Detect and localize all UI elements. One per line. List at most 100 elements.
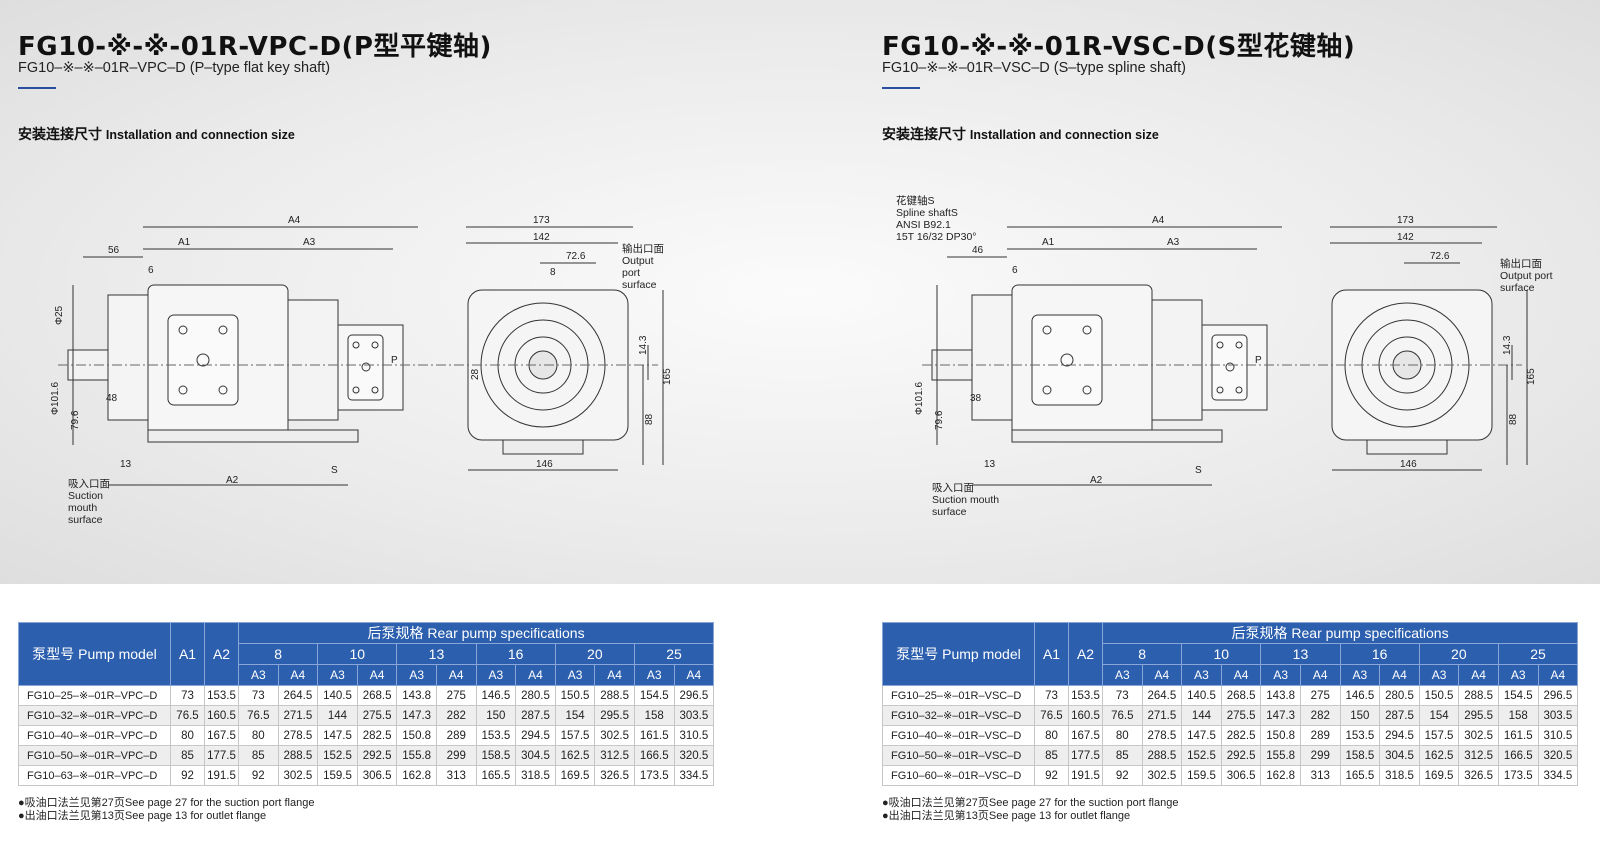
- section-heading-cn: 安装连接尺寸: [18, 126, 102, 142]
- table-cell: 152.5: [317, 745, 358, 766]
- suction-port-callout-line: Suction mouth: [932, 494, 1000, 506]
- panel-vsc: FG10-※-※-01R-VSC-D(S型花键轴) FG10–※–※–01R–V…: [882, 0, 1600, 841]
- table-cell: 278.5: [277, 725, 319, 746]
- table-cell: 146.5: [1339, 685, 1381, 706]
- spline-shaft-note-line: ANSI B92.1: [896, 219, 951, 231]
- output-port-callout-line: port: [622, 267, 641, 279]
- table-cell: 76.5: [1102, 705, 1143, 726]
- col-a4: A4: [277, 664, 319, 686]
- col-a4: A4: [1379, 664, 1420, 686]
- table-cell: 282.5: [1220, 725, 1262, 746]
- table-cell: 326.5: [1458, 765, 1499, 786]
- table-cell: 76.5: [238, 705, 279, 726]
- table-cell: 143.8: [396, 685, 437, 706]
- table-cell-model: FG10–60–※–01R–VSC–D: [882, 765, 1035, 786]
- table-cell: 169.5: [554, 765, 596, 786]
- table-cell: 147.3: [1260, 705, 1301, 726]
- table-cell: 165.5: [1339, 765, 1381, 786]
- table-cell: 92: [238, 765, 279, 786]
- table-cell: 85: [170, 745, 205, 766]
- col-a2: A2: [204, 622, 239, 686]
- spline-shaft-note-line: 花键轴S: [896, 195, 935, 207]
- table-cell: 177.5: [204, 745, 239, 766]
- table-cell: 310.5: [673, 725, 715, 746]
- dim-phi101: Φ101.6: [914, 382, 925, 415]
- table-cell: 166.5: [1497, 745, 1539, 766]
- table-cell: 275.5: [356, 705, 398, 726]
- dim-s: S: [1195, 465, 1202, 476]
- dim-13: 13: [984, 459, 996, 470]
- table-cell: 287.5: [515, 705, 556, 726]
- dim-6: 6: [148, 265, 154, 276]
- dim-165: 165: [662, 368, 673, 385]
- spline-shaft-note-line: 15T 16/32 DP30°: [896, 231, 977, 243]
- table-cell: 318.5: [1379, 765, 1420, 786]
- table-cell: 152.5: [1181, 745, 1222, 766]
- panel-subtitle: FG10–※–※–01R–VSC–D (S–type spline shaft): [882, 60, 1186, 76]
- port-p-label: P: [391, 355, 398, 366]
- table-cell: 150.5: [1418, 685, 1460, 706]
- dim-a2: A2: [1090, 475, 1103, 486]
- table-cell: 191.5: [1068, 765, 1103, 786]
- table-cell: 140.5: [1181, 685, 1222, 706]
- pump-drawing: A4 A1 A3 56 6 Φ25 Φ101.6 79.6 48 13 A2 S…: [48, 185, 728, 545]
- dim-173: 173: [1397, 215, 1414, 226]
- dim-14-3: 14.3: [1502, 335, 1513, 355]
- suction-port-callout-line: surface: [932, 506, 967, 518]
- table-cell: 166.5: [633, 745, 675, 766]
- col-a3: A3: [317, 664, 358, 686]
- output-port-callout-line: Output port: [1500, 270, 1553, 282]
- table-cell: 147.5: [1181, 725, 1222, 746]
- mounting-base: [147, 429, 359, 443]
- table-cell: 268.5: [356, 685, 398, 706]
- dim-165: 165: [1526, 368, 1537, 385]
- table-cell: 159.5: [1181, 765, 1222, 786]
- spec-table: 泵型号 Pump model A1 A2 后泵规格 Rear pump spec…: [882, 622, 1579, 786]
- table-cell: 161.5: [633, 725, 675, 746]
- table-cell: 150: [1339, 705, 1381, 726]
- table-cell: 282: [1299, 705, 1341, 726]
- col-rear-pump-spec: 后泵规格 Rear pump specifications: [1101, 622, 1579, 644]
- table-cell: 292.5: [1220, 745, 1262, 766]
- dim-142: 142: [533, 232, 550, 243]
- dim-a3: A3: [1167, 237, 1180, 248]
- table-cell: 288.5: [277, 745, 319, 766]
- table-cell: 275: [435, 685, 477, 706]
- col-a3: A3: [1339, 664, 1381, 686]
- table-cell: 282: [435, 705, 477, 726]
- spline-shaft-note-line: Spline shaftS: [896, 207, 958, 219]
- col-size-16: 16: [475, 643, 556, 665]
- table-cell: 92: [1034, 765, 1069, 786]
- dim-a3: A3: [303, 237, 316, 248]
- col-a4: A4: [1537, 664, 1579, 686]
- table-cell: 312.5: [1458, 745, 1499, 766]
- table-cell: 157.5: [1418, 725, 1460, 746]
- output-port-callout-line: Output: [622, 255, 654, 267]
- table-cell: 158.5: [475, 745, 517, 766]
- table-cell: 302.5: [1141, 765, 1183, 786]
- table-cell: 302.5: [594, 725, 635, 746]
- table-cell: 295.5: [1458, 705, 1499, 726]
- table-cell: 289: [1299, 725, 1341, 746]
- table-cell: 334.5: [673, 765, 715, 786]
- dim-a4: A4: [1152, 215, 1165, 226]
- table-cell: 160.5: [204, 705, 239, 726]
- col-size-16: 16: [1339, 643, 1420, 665]
- dim-s: S: [331, 465, 338, 476]
- port-p-label: P: [1255, 355, 1262, 366]
- table-cell: 304.5: [1379, 745, 1420, 766]
- table-cell: 159.5: [317, 765, 358, 786]
- table-cell: 80: [170, 725, 205, 746]
- col-size-8: 8: [237, 643, 319, 665]
- table-cell: 318.5: [515, 765, 556, 786]
- table-cell: 299: [435, 745, 477, 766]
- dim-phi25: Φ25: [54, 305, 65, 325]
- table-cell: 292.5: [356, 745, 398, 766]
- suction-flange: [167, 314, 239, 406]
- col-a4: A4: [356, 664, 398, 686]
- col-a3: A3: [1418, 664, 1460, 686]
- table-cell: 295.5: [594, 705, 635, 726]
